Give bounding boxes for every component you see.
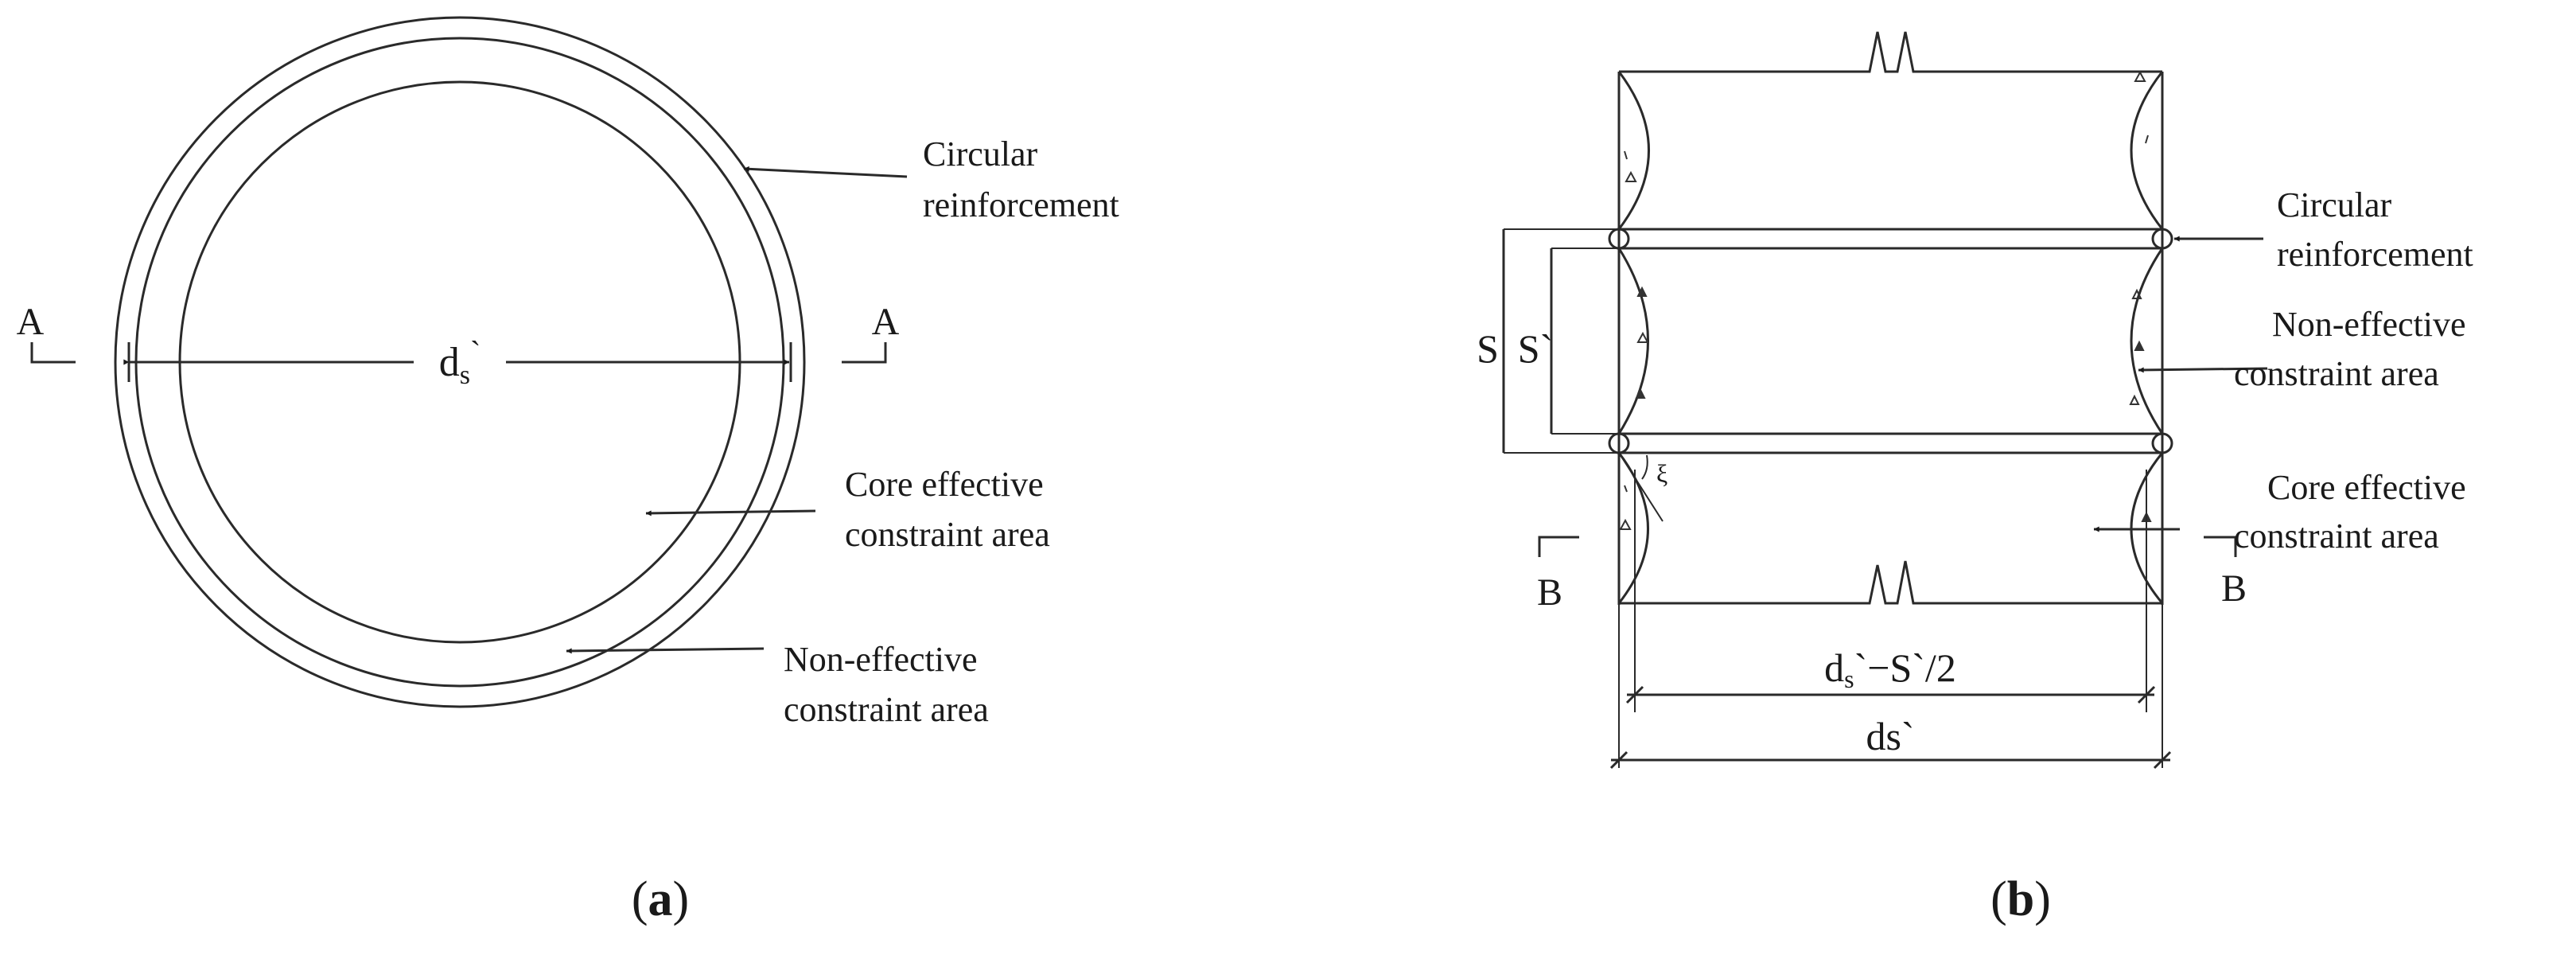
label-b-noneff-line1: Non-effective (2272, 305, 2466, 344)
bottom-break-line (1619, 560, 2162, 605)
label-b-circular-line1: Circular (2277, 185, 2392, 224)
dim-s-prime-label: S` (1518, 326, 1553, 371)
section-mark-b-right: B (2204, 536, 2247, 610)
label-b-core-line1: Core effective (2267, 468, 2466, 507)
dim-s-label: S (1477, 326, 1499, 371)
label-b-circular-line2: reinforcement (2277, 235, 2473, 274)
outer-width-label: ds` (1866, 714, 1914, 758)
caption-b: (b) (1990, 872, 2051, 926)
section-mark-left: A (17, 301, 76, 364)
arch-left-mid (1617, 248, 1649, 435)
section-b-label-right: B (2221, 567, 2247, 610)
leader-circular-reinforcement (743, 166, 908, 178)
arch-right-mid (2130, 248, 2164, 435)
label-b-noneff-line2: constraint area (2234, 354, 2439, 393)
section-mark-right: A (842, 301, 900, 364)
figure-b: ξ S S` B B (1477, 31, 2473, 926)
inner-width-label: ds`−S`/2 (1824, 645, 1956, 693)
label-noneff-line1: Non-effective (784, 640, 978, 679)
section-label-left: A (17, 301, 45, 343)
arch-left-top (1617, 71, 1650, 230)
s-prime-dimension: S` (1518, 248, 1619, 435)
caption-a: (a) (632, 872, 689, 926)
label-b-core-line2: constraint area (2234, 516, 2439, 555)
xi-symbol: ξ (1656, 459, 1667, 488)
figure-a: ds` A A Circular reinforcement Core effe… (17, 16, 1119, 926)
label-noneff-line2: constraint area (784, 690, 989, 729)
outer-circle (114, 16, 806, 708)
inner-width-dimension: ds`−S`/2 (1625, 470, 2156, 712)
stirrup-upper (1608, 228, 2173, 250)
stirrup-lower (1608, 432, 2173, 454)
label-circular-line2: reinforcement (923, 185, 1119, 224)
concrete-hatch (1619, 70, 2152, 530)
diameter-label: ds` (439, 334, 481, 390)
top-break-line (1619, 31, 2162, 73)
leader-core-effective (645, 509, 816, 516)
section-bracket-right (842, 342, 887, 364)
section-b-bracket-left (1538, 536, 1579, 557)
section-label-right: A (872, 301, 900, 343)
outer-width-dimension: ds` (1609, 605, 2172, 770)
section-b-label-left: B (1537, 571, 1562, 614)
arch-right-top (2130, 71, 2164, 230)
diameter-dimension: ds` (123, 334, 792, 390)
arching-curves (1617, 71, 2164, 604)
section-mark-b-left: B (1537, 536, 1579, 614)
s-dimension: S (1477, 228, 1619, 454)
xi-angle-mark: ξ (1618, 452, 1667, 522)
label-core-line1: Core effective (845, 465, 1044, 504)
section-bracket-left (30, 342, 76, 364)
label-core-line2: constraint area (845, 515, 1050, 554)
leader-b-non-effective (2138, 367, 2268, 373)
section-b-bracket-right (2204, 536, 2237, 557)
leader-non-effective (566, 647, 765, 654)
label-circular-line1: Circular (923, 134, 1038, 173)
